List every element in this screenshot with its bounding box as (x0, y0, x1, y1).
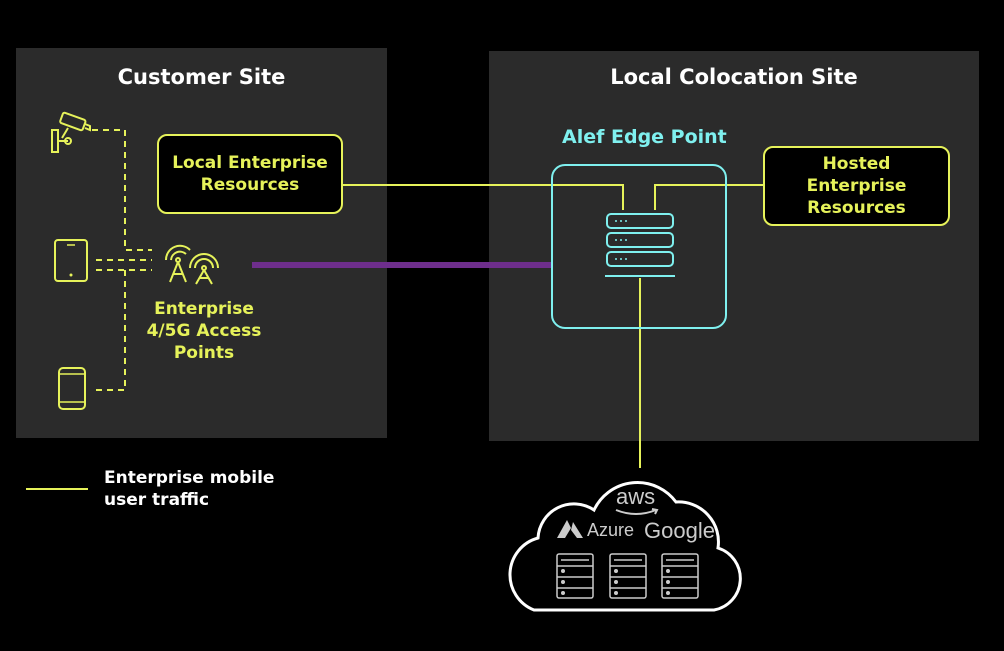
azure-icon (557, 520, 583, 538)
access-points-label: Enterprise 4/5G Access Points (140, 298, 268, 364)
tablet-icon (54, 239, 88, 282)
local-resources-label: Local Enterprise Resources (172, 153, 328, 195)
customer-site-title: Customer Site (117, 65, 286, 89)
legend-line-1: Enterprise mobile (104, 468, 275, 488)
colo-site-panel: Local Colocation Site (489, 51, 979, 441)
server-icon (556, 553, 594, 599)
access-points-line-1: Enterprise (154, 299, 254, 319)
phone-icon (58, 367, 86, 410)
server-icon (609, 553, 647, 599)
cloud-icon (508, 481, 742, 612)
hosted-resources-box: Hosted Enterprise Resources (763, 146, 950, 226)
colo-site-title: Local Colocation Site (610, 65, 858, 89)
edge-point-box (551, 164, 727, 329)
azure-logo: Azure (587, 520, 635, 540)
legend-label: Enterprise mobile user traffic (104, 467, 274, 511)
customer-site-panel: Customer Site (16, 48, 387, 438)
access-points-line-3: Points (173, 343, 235, 363)
aws-smile-icon (615, 508, 659, 515)
server-stack-icon (605, 213, 675, 277)
legend-line-2: user traffic (104, 490, 210, 510)
edge-point-label: Alef Edge Point (562, 126, 727, 148)
device-dashed-links (92, 129, 152, 391)
antenna-icon (164, 244, 219, 285)
camera-icon (51, 111, 91, 153)
access-points-line-2: 4/5G Access (146, 321, 262, 341)
hosted-resources-label: Hosted Enterprise Resources (806, 154, 907, 218)
traffic-links (343, 184, 764, 468)
aws-logo: aws (616, 484, 656, 509)
google-logo: Google (644, 518, 715, 543)
local-resources-box: Local Enterprise Resources (157, 134, 343, 214)
server-icon (661, 553, 699, 599)
